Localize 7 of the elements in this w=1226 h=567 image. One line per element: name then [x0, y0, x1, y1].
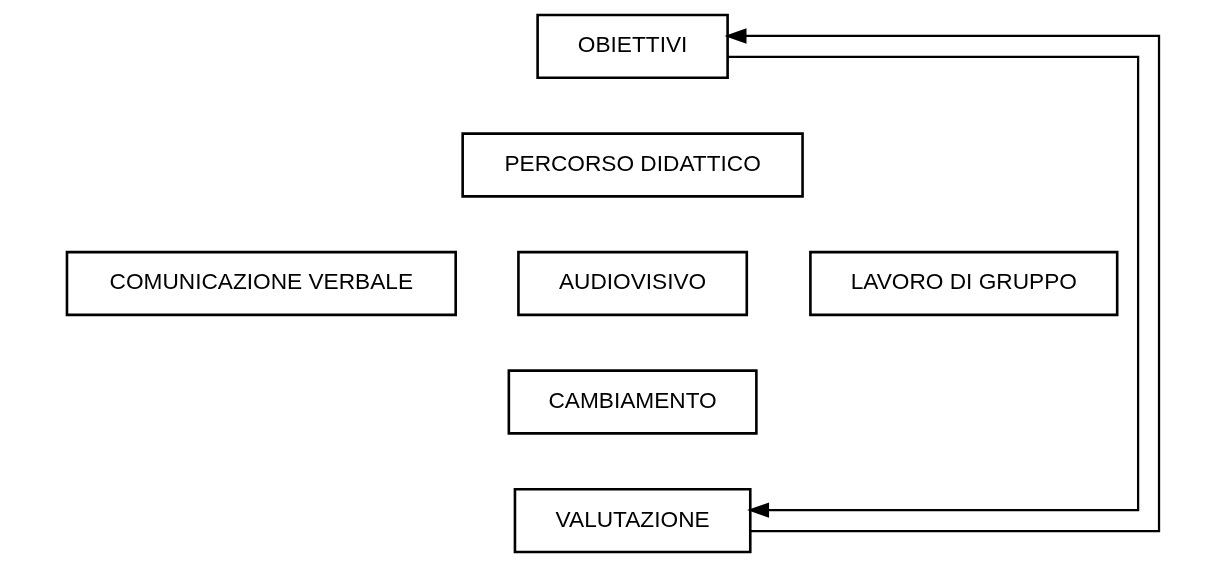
node-box: COMUNICAZIONE VERBALE: [65, 250, 457, 317]
node-box: LAVORO DI GRUPPO: [809, 250, 1119, 317]
node-box: VALUTAZIONE: [513, 487, 752, 554]
node-box: AUDIOVISIVO: [517, 250, 749, 317]
node-box: OBIETTIVI: [536, 13, 729, 80]
node-box: CAMBIAMENTO: [507, 369, 758, 435]
node-box: PERCORSO DIDATTICO: [461, 132, 804, 198]
